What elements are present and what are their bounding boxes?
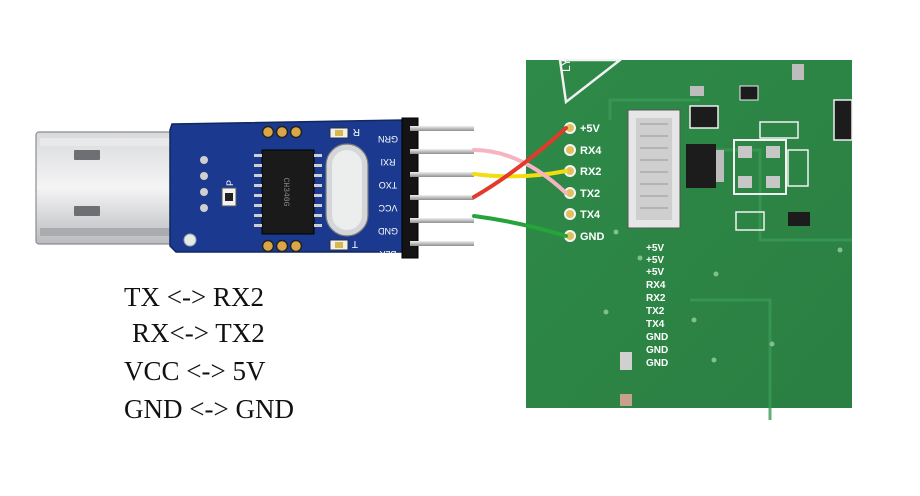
header-labels: +5V RX4 RX2 TX2 TX4 GND	[580, 123, 605, 243]
silk-label-5: TX2	[646, 306, 665, 317]
adapter-pin-labels: GRN RXI TXO VCC GND BLK	[378, 134, 399, 259]
led-label-t: T	[352, 238, 358, 249]
pin-header-housing	[401, 117, 419, 259]
silkscreen-labels: +5V +5V +5V RX4 RX2 TX2 TX4 GND GND GND	[646, 243, 668, 369]
silk-label-0: +5V	[646, 243, 664, 254]
silk-label-6: TX4	[646, 319, 665, 330]
pin-label-gnd: GND	[378, 226, 399, 236]
wire-vcc-to-5v	[472, 126, 568, 199]
pin-label-rxi: RXI	[380, 157, 395, 167]
board-vias	[603, 229, 843, 363]
usb-a-connector	[35, 131, 211, 245]
mapping-tx-rx2: TX <-> RX2	[124, 282, 264, 312]
pin-label-grn: GRN	[378, 134, 398, 144]
wire-txo-to-rx2	[472, 169, 568, 179]
mapping-gnd-gnd: GND <-> GND	[124, 394, 294, 424]
header-label-rx2: RX2	[580, 166, 601, 178]
led-label-r: R	[353, 126, 360, 137]
smd-components	[620, 64, 853, 406]
led-t	[329, 239, 349, 251]
silk-label-9: GND	[646, 358, 668, 369]
mapping-rx-tx2: RX<-> TX2	[132, 318, 265, 348]
usb-pads	[200, 156, 208, 212]
usb-ttl-adapter: P CH340G	[35, 117, 474, 259]
header-pins	[410, 126, 474, 246]
header-label-tx2: TX2	[580, 188, 600, 200]
pin-label-blk: BLK	[379, 249, 396, 259]
header-label-rx4: RX4	[580, 145, 602, 157]
wires	[472, 126, 568, 238]
silk-label-8: GND	[646, 345, 668, 356]
target-pcb	[526, 60, 852, 408]
silk-label-1: +5V	[646, 255, 664, 266]
wire-gnd-to-gnd	[472, 214, 568, 238]
fpc-connector	[627, 109, 681, 229]
header-label-tx4: TX4	[580, 209, 601, 221]
header-label-5v: +5V	[580, 123, 601, 135]
pin-label-txo: TXO	[379, 180, 398, 190]
wire-rxi-to-tx2	[472, 148, 568, 195]
pin-label-vcc: VCC	[378, 203, 398, 213]
component-label-p: P	[225, 180, 235, 186]
crystal	[325, 143, 369, 237]
silk-label-4: RX2	[646, 293, 666, 304]
target-board: LY	[526, 58, 853, 420]
chip-marking: CH340G	[281, 178, 290, 207]
silk-label-2: +5V	[646, 267, 664, 278]
mapping-vcc-5v: VCC <-> 5V	[124, 356, 266, 386]
ch340-chip: CH340G	[254, 149, 322, 235]
corner-text: LY	[559, 58, 573, 72]
header-label-gnd: GND	[580, 231, 605, 243]
led-r	[329, 127, 349, 139]
silk-label-7: GND	[646, 332, 668, 343]
bottom-vias	[261, 239, 303, 253]
top-vias	[261, 125, 303, 139]
silk-label-3: RX4	[646, 280, 666, 291]
